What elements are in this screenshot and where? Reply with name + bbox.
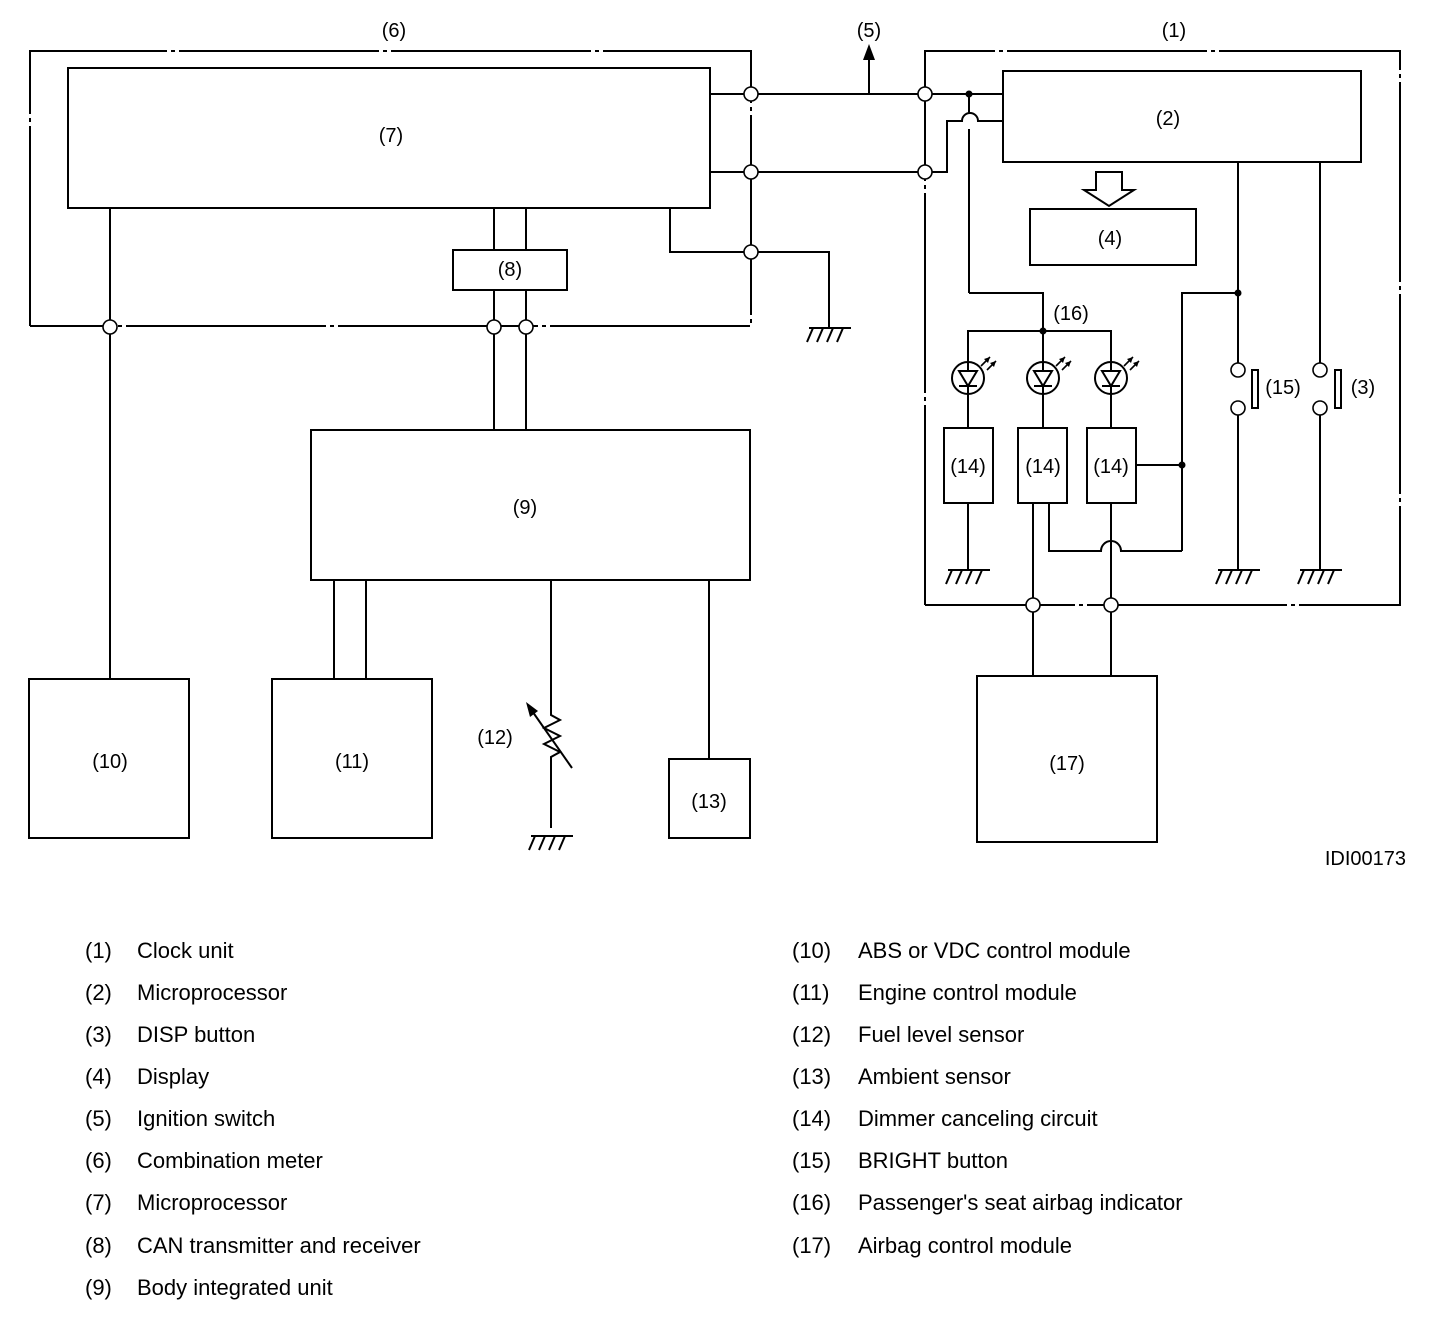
led-indicator-3-icon xyxy=(1094,356,1140,395)
engine-control-module-11-box xyxy=(271,678,433,839)
clock-unit-boundary xyxy=(924,50,1401,606)
legend-num: (5) xyxy=(85,1106,112,1131)
label-5: (5) xyxy=(857,20,881,42)
legend-text: Passenger's seat airbag indicator xyxy=(858,1190,1183,1215)
label-10: (10) xyxy=(92,751,128,773)
legend-num: (13) xyxy=(792,1064,832,1089)
meter-connector-nodes xyxy=(102,86,759,335)
legend-text: Ignition switch xyxy=(137,1106,276,1131)
abs-vdc-module-10-box xyxy=(28,678,190,839)
label-14b: (14) xyxy=(1025,456,1061,478)
led-indicator-1-icon xyxy=(951,356,997,395)
legend-num: (12) xyxy=(792,1022,832,1047)
legend-num: (8) xyxy=(85,1233,112,1258)
legend-text: Engine control module xyxy=(858,980,1077,1005)
label-11: (11) xyxy=(335,751,369,773)
legend-text: Dimmer canceling circuit xyxy=(858,1106,1098,1131)
ignition-arrow-icon xyxy=(863,44,875,60)
legend-text: Microprocessor xyxy=(137,1190,288,1215)
legend-text: BRIGHT button xyxy=(858,1148,1008,1173)
label-2: (2) xyxy=(1156,108,1180,130)
legend-text: Combination meter xyxy=(137,1148,323,1173)
can-transceiver-8-box xyxy=(452,249,568,291)
legend-num: (4) xyxy=(85,1064,112,1089)
legend-num: (10) xyxy=(792,938,832,963)
figure-id: IDI00173 xyxy=(1325,848,1406,870)
microprocessor-2-box xyxy=(1002,70,1362,163)
display-4-box xyxy=(1029,208,1197,266)
dimmer-circuit-14a-box xyxy=(943,427,994,504)
body-integrated-unit-9-box xyxy=(310,429,751,581)
legend-num: (2) xyxy=(85,980,112,1005)
legend-text: Display xyxy=(137,1064,210,1089)
label-16: (16) xyxy=(1053,303,1089,325)
ambient-sensor-13-box xyxy=(668,758,751,839)
fuel-level-sensor-resistor-icon xyxy=(526,700,573,828)
legend-text: Body integrated unit xyxy=(137,1275,333,1300)
wiring-diagram: (6) (7) (8) (5) (9) (12) xyxy=(28,20,1406,870)
legend-num: (11) xyxy=(792,980,830,1005)
legend-num: (1) xyxy=(85,938,112,963)
legend-text: Ambient sensor xyxy=(858,1064,1011,1089)
legend-num: (16) xyxy=(792,1190,832,1215)
legend-text: Clock unit xyxy=(137,938,234,963)
legend-num: (15) xyxy=(792,1148,832,1173)
label-13: (13) xyxy=(691,791,727,813)
label-8: (8) xyxy=(498,259,522,281)
legend-num: (17) xyxy=(792,1233,832,1258)
disp-button-switch-icon xyxy=(1312,362,1342,416)
dimmer-circuit-14b-box xyxy=(1017,427,1068,504)
label-9: (9) xyxy=(513,497,537,519)
led-indicator-2-icon xyxy=(1026,356,1072,395)
legend-text: CAN transmitter and receiver xyxy=(137,1233,421,1258)
legend-num: (9) xyxy=(85,1275,112,1300)
legend-text: Microprocessor xyxy=(137,980,288,1005)
label-1: (1) xyxy=(1162,20,1186,42)
airbag-control-module-17-box xyxy=(976,675,1158,843)
label-14a: (14) xyxy=(950,456,986,478)
legend-text: Fuel level sensor xyxy=(858,1022,1025,1047)
legend-text: ABS or VDC control module xyxy=(858,938,1131,963)
clock-unit-connector-nodes xyxy=(917,86,1119,613)
legend-text: Airbag control module xyxy=(858,1233,1073,1258)
combination-meter-boundary xyxy=(29,50,752,327)
label-14c: (14) xyxy=(1093,456,1129,478)
legend-num: (7) xyxy=(85,1190,112,1215)
legend-num: (6) xyxy=(85,1148,112,1173)
label-6: (6) xyxy=(382,20,406,42)
label-4: (4) xyxy=(1098,228,1122,250)
label-12: (12) xyxy=(477,727,513,749)
label-3: (3) xyxy=(1351,377,1375,399)
bright-button-switch-icon xyxy=(1230,362,1259,416)
legend-text: DISP button xyxy=(137,1022,256,1047)
label-15: (15) xyxy=(1265,377,1301,399)
legend-num: (3) xyxy=(85,1022,112,1047)
label-7: (7) xyxy=(379,125,403,147)
display-arrow-icon xyxy=(1080,171,1138,208)
legend-num: (14) xyxy=(792,1106,832,1131)
microprocessor-7-box xyxy=(67,67,711,209)
label-17: (17) xyxy=(1049,753,1085,775)
